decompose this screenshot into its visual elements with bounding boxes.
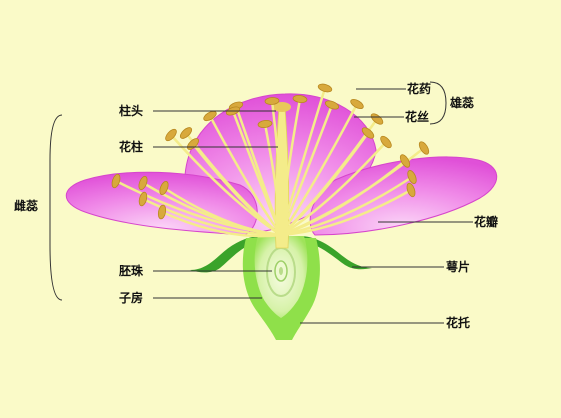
anther-shape — [264, 97, 280, 105]
anther-shape — [159, 180, 169, 196]
right-sepal — [300, 236, 372, 270]
label-style: 花柱 — [119, 140, 144, 154]
label-receptacle: 花托 — [446, 316, 471, 330]
anther-shape — [157, 204, 167, 220]
stamen-bracket — [429, 81, 447, 125]
filament-line — [279, 140, 388, 237]
anther-shape — [418, 141, 430, 155]
label-sepal: 萼片 — [446, 260, 471, 274]
filament-line — [279, 175, 414, 237]
label-ovule: 胚珠 — [119, 264, 144, 278]
anther-shape — [257, 119, 273, 129]
label-filament: 花丝 — [405, 110, 430, 124]
filament-line — [160, 210, 283, 238]
anther-shape — [179, 127, 193, 139]
filament-line — [279, 131, 370, 237]
label-petal: 花瓣 — [474, 215, 499, 229]
anther-shape — [203, 110, 217, 122]
filament-line — [191, 142, 283, 237]
filament-line — [231, 109, 283, 237]
anther-shape — [324, 100, 340, 110]
anther-shape — [380, 135, 392, 149]
anther-shape — [370, 113, 384, 125]
filament-line — [279, 102, 359, 237]
pistil-bracket — [49, 114, 63, 301]
label-pistil: 雌蕊 — [14, 199, 39, 213]
label-stigma: 柱头 — [119, 104, 144, 118]
anther-shape — [317, 83, 333, 93]
filament-line — [279, 97, 302, 237]
left-sepal — [190, 236, 262, 273]
anther-shape — [165, 128, 177, 142]
anther-shape — [399, 154, 411, 168]
anther-shape — [138, 191, 148, 207]
anther-shape — [138, 175, 148, 191]
label-stamen: 雄蕊 — [450, 96, 475, 110]
anther-shape — [111, 173, 121, 189]
filament-line — [208, 114, 283, 237]
filament-line — [162, 186, 283, 237]
filament-line — [279, 86, 327, 237]
anther-shape — [407, 170, 417, 184]
anthers — [111, 83, 430, 220]
leader-lines — [49, 81, 473, 324]
anther-shape — [292, 95, 308, 103]
ovule-core — [279, 267, 283, 275]
stigma-shape — [273, 102, 291, 112]
filament-line — [279, 188, 413, 237]
filament-line — [279, 103, 334, 237]
anther-shape — [350, 98, 364, 110]
label-anther: 花药 — [407, 82, 432, 96]
anther-shape — [406, 182, 416, 198]
label-ovary: 子房 — [119, 291, 144, 305]
anther-shape — [361, 127, 375, 139]
